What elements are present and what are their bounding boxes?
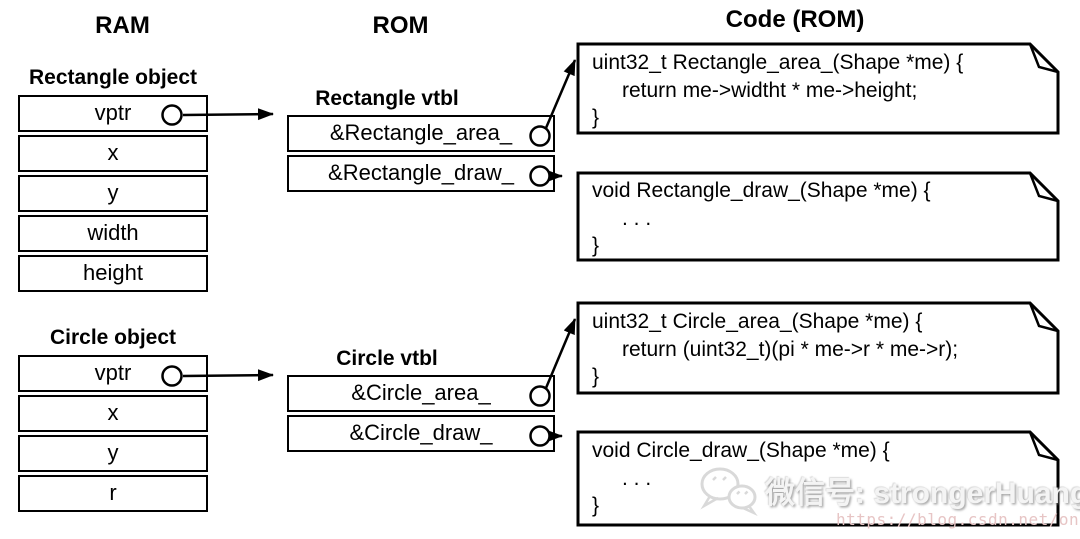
table-row-y: y: [18, 435, 208, 472]
circle-vtbl-table: &Circle_area_ &Circle_draw_: [287, 375, 555, 455]
table-row-r: r: [18, 475, 208, 512]
code-line: . . .: [622, 466, 652, 490]
note-fold-icon: [1028, 43, 1059, 74]
note-fold-icon: [1028, 172, 1059, 203]
header-rom: ROM: [372, 12, 429, 39]
circle-draw-code: void Circle_draw_(Shape *me) { . . . }: [592, 437, 890, 520]
code-line: uint32_t Rectangle_area_(Shape *me) {: [592, 51, 964, 74]
rectangle-vtbl-title: Rectangle vtbl: [315, 87, 459, 110]
code-line: }: [592, 365, 600, 388]
table-row-height: height: [18, 255, 208, 292]
code-line: void Rectangle_draw_(Shape *me) {: [592, 179, 931, 202]
note-fold-icon: [1028, 431, 1059, 462]
table-row-vptr: vptr: [18, 355, 208, 392]
code-line: . . .: [622, 206, 652, 230]
code-line: }: [592, 106, 600, 129]
table-row-vptr: vptr: [18, 95, 208, 132]
code-line: }: [592, 494, 600, 517]
vtbl-row-area: &Rectangle_area_: [287, 115, 555, 152]
rectangle-draw-code: void Rectangle_draw_(Shape *me) { . . . …: [592, 177, 931, 260]
note-fold-icon: [1028, 302, 1059, 333]
circle-object-title: Circle object: [49, 326, 177, 349]
table-row-y: y: [18, 175, 208, 212]
table-row-x: x: [18, 395, 208, 432]
table-row-width: width: [18, 215, 208, 252]
circle-object-table: vptr x y r: [18, 355, 208, 515]
code-note-rectangle-draw: [576, 171, 1060, 262]
table-row-x: x: [18, 135, 208, 172]
code-note-circle-area: [576, 301, 1060, 395]
code-line: return (uint32_t)(pi * me->r * me->r);: [622, 337, 959, 361]
code-note-rectangle-area: [576, 42, 1060, 135]
vtbl-row-draw: &Rectangle_draw_: [287, 155, 555, 192]
rectangle-object-table: vptr x y width height: [18, 95, 208, 295]
rectangle-area-code: uint32_t Rectangle_area_(Shape *me) { re…: [592, 49, 963, 132]
header-code-rom: Code (ROM): [725, 6, 865, 33]
circle-area-code: uint32_t Circle_area_(Shape *me) { retur…: [592, 308, 958, 391]
circle-vtbl-title: Circle vtbl: [336, 347, 438, 370]
code-line: }: [592, 234, 600, 257]
rectangle-vtbl-table: &Rectangle_area_ &Rectangle_draw_: [287, 115, 555, 195]
header-ram: RAM: [95, 12, 150, 39]
code-note-circle-draw: [576, 430, 1060, 527]
code-line: uint32_t Circle_area_(Shape *me) {: [592, 310, 923, 333]
code-line: return me->widtht * me->height;: [622, 78, 918, 102]
rectangle-object-title: Rectangle object: [28, 66, 198, 89]
vtbl-row-area: &Circle_area_: [287, 375, 555, 412]
vtbl-row-draw: &Circle_draw_: [287, 415, 555, 452]
code-line: void Circle_draw_(Shape *me) {: [592, 439, 890, 462]
